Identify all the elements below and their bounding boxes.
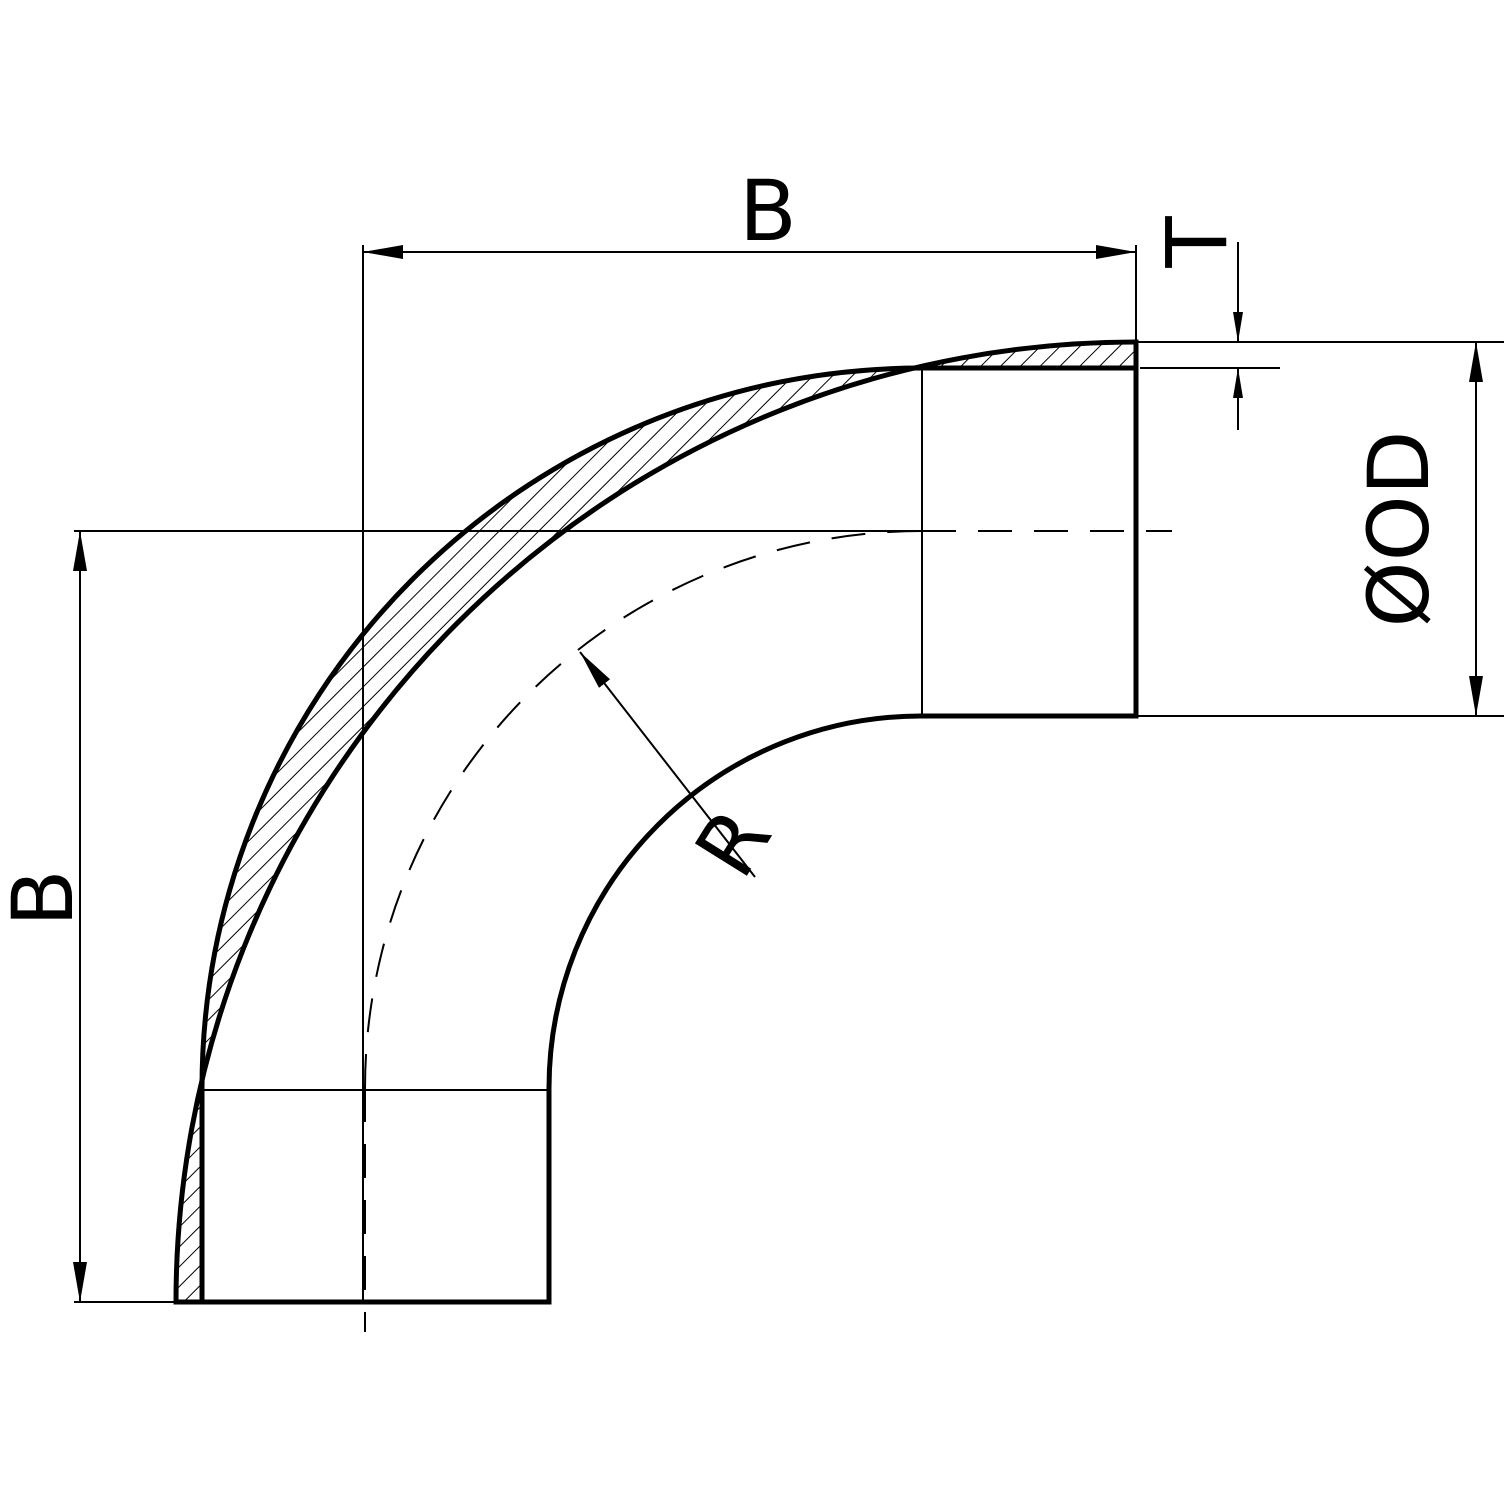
centerlines: [364, 530, 1172, 1332]
bend-centerline: [364, 530, 923, 1089]
outer-wall-curve: [173, 339, 1139, 1305]
label-b-left: B: [0, 869, 92, 927]
inner-wall-curve: [199, 365, 1139, 1305]
label-b-top: B: [739, 162, 797, 260]
label-od: ØOD: [1350, 431, 1448, 628]
inner-bend-curve: [546, 713, 925, 1091]
label-t: T: [1148, 216, 1246, 269]
label-r: R: [676, 792, 790, 893]
pipe-elbow-body: [173, 339, 1139, 1305]
dimension-b-left: B: [0, 530, 922, 1303]
radius-leader: [579, 651, 756, 878]
dimension-r: R: [579, 651, 790, 893]
dimension-od: ØOD: [1136, 341, 1504, 717]
dimension-b-top: B: [362, 162, 1137, 1302]
dimension-t: T: [1140, 216, 1280, 430]
wall-section-hatch: [176, 342, 1136, 1302]
